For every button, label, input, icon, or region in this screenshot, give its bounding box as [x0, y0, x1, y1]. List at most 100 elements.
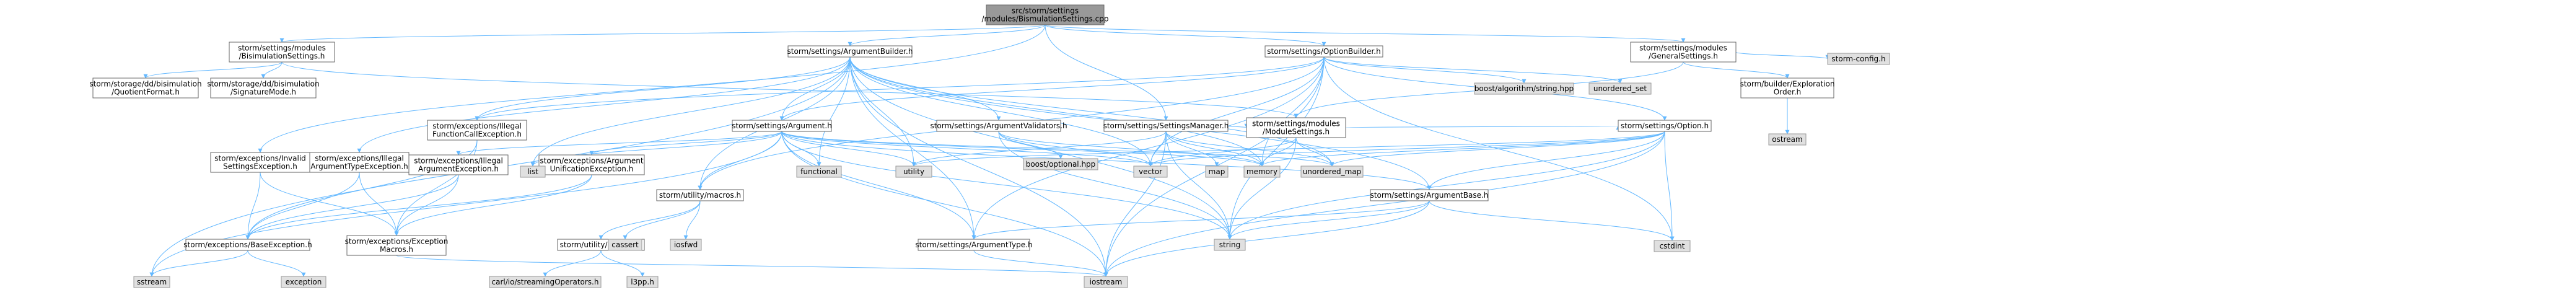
node-label: sstream	[137, 278, 167, 286]
include-edge	[849, 56, 1264, 167]
include-edge	[149, 250, 248, 277]
header-node[interactable]: storm/settings/Option.h	[1618, 120, 1712, 132]
node-box	[133, 276, 170, 288]
header-node[interactable]: storm/settings/ArgumentType.h	[915, 239, 1033, 251]
node-label: iostream	[1090, 278, 1123, 286]
header-node[interactable]: storm/storage/dd/bisimulation/SignatureM…	[207, 77, 320, 99]
node-label: ArgumentException.h	[418, 165, 499, 174]
node-label: ArgumentTypeException.h	[310, 162, 408, 171]
include-edge	[971, 56, 1325, 240]
node-box	[1618, 120, 1712, 132]
node-box	[185, 239, 310, 251]
node-label: storm/settings/SettingsManager.h	[1103, 121, 1229, 130]
include-edge	[849, 56, 916, 167]
include-edge	[475, 56, 851, 121]
node-label: cstdint	[1660, 242, 1685, 250]
node-label: storm/exceptions/Exception	[345, 237, 449, 246]
include-edge	[1227, 123, 1249, 128]
include-edge	[1227, 56, 1325, 240]
include-edge	[1227, 137, 1297, 240]
include-edge	[848, 24, 1046, 46]
header-node[interactable]: storm/storage/dd/bisimulation/QuotientFo…	[89, 77, 202, 99]
include-edge	[998, 131, 1153, 167]
external-header-node: unordered_set	[1588, 82, 1652, 95]
node-box	[92, 77, 199, 99]
node-label: exception	[286, 278, 322, 286]
include-edge	[1045, 24, 1326, 46]
node-box	[1133, 165, 1168, 178]
header-node[interactable]: storm/settings/ArgumentBase.h	[1370, 189, 1489, 201]
node-label: /ModuleSettings.h	[1263, 128, 1330, 136]
include-edge	[1735, 51, 1830, 59]
node-box	[210, 152, 310, 173]
include-edge	[911, 131, 1167, 167]
include-edge	[971, 200, 1430, 240]
node-label: /SignatureMode.h	[230, 88, 296, 97]
node-box	[1370, 189, 1489, 201]
external-header-node: unordered_map	[1300, 165, 1364, 178]
header-node[interactable]: storm/settings/modules/BisimulationSetti…	[229, 42, 335, 63]
node-label: UnificationException.h	[550, 165, 634, 174]
node-box	[1023, 158, 1098, 170]
node-box	[670, 239, 702, 251]
node-label: storm/utility/macros.h	[659, 191, 741, 200]
header-node[interactable]: storm/settings/modules/ModuleSettings.h	[1246, 117, 1346, 138]
node-box	[895, 165, 932, 178]
node-label: storm/exceptions/BaseException.h	[183, 240, 312, 249]
include-edge	[1103, 131, 1665, 277]
node-box	[1740, 77, 1834, 99]
external-header-node: vector	[1133, 165, 1168, 178]
include-edge	[359, 172, 399, 236]
node-box	[1827, 53, 1890, 65]
header-node[interactable]: storm/settings/ArgumentValidators.h	[930, 120, 1067, 132]
node-box	[408, 154, 509, 175]
header-node[interactable]: storm/exceptions/IllegalFunctionCallExce…	[427, 120, 527, 141]
include-edge	[589, 131, 782, 156]
header-node[interactable]: storm/exceptions/InvalidSettingsExceptio…	[210, 152, 310, 173]
header-node[interactable]: storm/settings/OptionBuilder.h	[1264, 45, 1383, 58]
node-label: storm/settings/ArgumentValidators.h	[930, 121, 1067, 130]
include-edge	[781, 131, 1432, 190]
include-edge	[1165, 131, 1232, 240]
external-header-node: iostream	[1084, 276, 1128, 288]
header-node[interactable]: storm/exceptions/IllegalArgumentTypeExce…	[309, 152, 410, 173]
node-box	[210, 77, 317, 99]
header-node[interactable]: storm/settings/modules/GeneralSettings.h	[1630, 42, 1737, 63]
include-edge	[781, 131, 1108, 277]
node-box	[427, 120, 527, 141]
include-edge	[245, 174, 459, 240]
node-label: /GeneralSettings.h	[1649, 52, 1718, 61]
include-edge	[1345, 125, 1619, 131]
node-label: storm/exceptions/Illegal	[432, 122, 522, 131]
header-node[interactable]: storm/settings/ArgumentBuilder.h	[787, 45, 913, 58]
node-label: storm/settings/modules	[1639, 44, 1727, 53]
node-label: ostream	[1772, 135, 1802, 144]
node-label: list	[527, 167, 538, 176]
include-edge	[1227, 131, 1665, 240]
header-node[interactable]: storm/settings/SettingsManager.h	[1103, 120, 1229, 132]
header-node[interactable]: storm/exceptions/ArgumentUnificationExce…	[538, 154, 645, 175]
include-edge	[1045, 24, 1168, 121]
include-edge	[1323, 56, 1623, 84]
include-edge	[245, 174, 592, 240]
node-label: storm/exceptions/Illegal	[315, 154, 404, 163]
node-box	[1103, 120, 1229, 132]
include-edge	[281, 61, 1299, 118]
node-box	[229, 42, 335, 63]
node-label: unordered_set	[1593, 84, 1647, 93]
header-node[interactable]: storm/settings/Argument.h	[732, 120, 832, 132]
header-node[interactable]: storm/exceptions/IllegalArgumentExceptio…	[408, 154, 509, 175]
node-box	[1246, 117, 1346, 138]
node-label: FunctionCallException.h	[432, 130, 522, 139]
node-label: functional	[800, 167, 838, 176]
include-edge	[1323, 56, 1527, 84]
node-label: l3pp.h	[631, 278, 654, 286]
header-node[interactable]: storm/utility/macros.h	[656, 189, 744, 201]
node-box	[1205, 165, 1229, 178]
include-edge	[1429, 200, 1675, 241]
header-node[interactable]: storm/exceptions/BaseException.h	[183, 239, 312, 251]
node-label: storm/settings/ArgumentType.h	[915, 240, 1032, 249]
node-label: map	[1209, 167, 1225, 176]
